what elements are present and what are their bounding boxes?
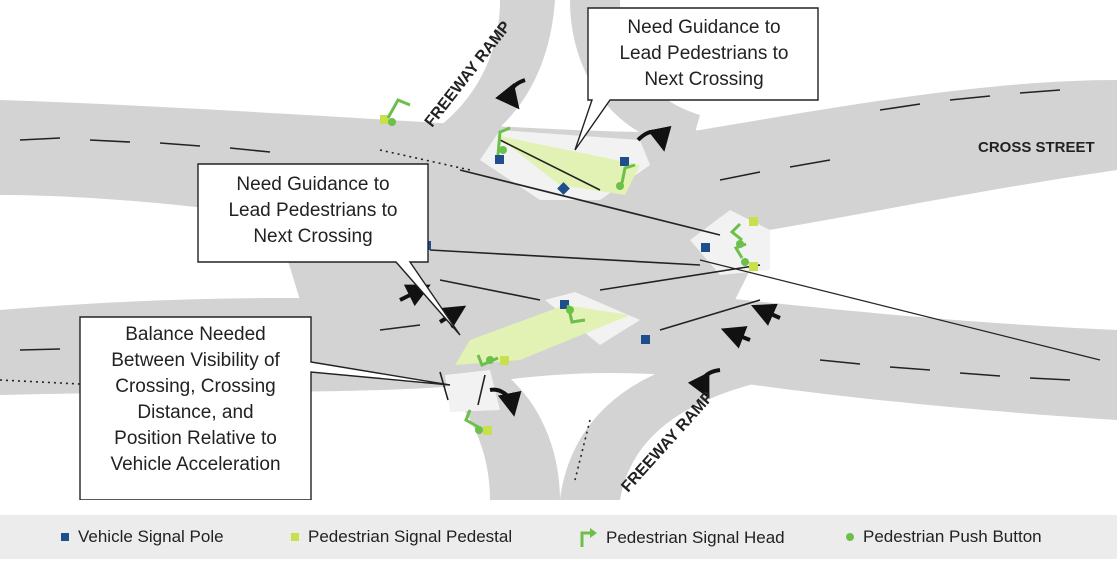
pedestrian-push-button [736,240,744,248]
island-bottom-left [445,370,500,412]
pedestrian-push-button [388,118,396,126]
arrow-turn-top-left [495,78,526,110]
pedestrian-push-button [499,146,507,154]
crosswalk-highlights [455,135,640,365]
pedestrian-signal-pedestal [380,115,389,124]
cross-street-label: CROSS STREET [978,139,1095,156]
pedestrian-signal-pedestal [749,262,758,271]
legend: Vehicle Signal Pole Pedestrian Signal Pe… [0,515,1117,559]
arrow-left-1 [399,284,431,307]
traffic-arrows [399,78,781,417]
callout-box-top-right [574,7,819,151]
pedestrian-signal-head [386,98,411,119]
crosswalk-top [495,135,640,195]
island-right [690,210,770,275]
pedestrian-signal-head [464,409,481,430]
callout-bottom-left-line: Crossing, Crossing [115,376,276,397]
pedestrian-signal-pedestal [483,426,492,435]
vehicle-signal-pole [560,300,569,309]
legend-label: Vehicle Signal Pole [78,527,224,546]
vehicle-signal-pole [495,155,504,164]
legend-item-pedestrian-signal-pedestal: Pedestrian Signal Pedestal [290,527,512,547]
pedestrian-signal-head [620,163,636,184]
legend-item-pedestrian-push-button: Pedestrian Push Button [845,527,1042,547]
callout-bottom-left-line: Vehicle Acceleration [110,454,281,475]
callout-bottom-left-text: Balance Needed Between Visibility of Cro… [80,322,311,478]
arrow-right-2 [751,303,781,326]
callout-top-right-line: Need Guidance to [627,17,781,38]
pedestrian-push-button [566,306,574,314]
legend-item-pedestrian-signal-head: Pedestrian Signal Head [578,527,785,549]
callout-box-middle-left [197,163,461,336]
vehicle-signal-pole-icon [61,533,69,541]
crosswalk-bottom [455,305,630,365]
pedestrian-signal-pedestal [500,356,509,365]
vehicle-signal-pole [641,335,650,344]
callout-top-right-line: Next Crossing [644,69,764,90]
legend-label: Pedestrian Push Button [863,527,1042,546]
callout-bottom-left-line: Between Visibility of [111,350,280,371]
callout-middle-left-line: Lead Pedestrians to [228,200,398,221]
arrow-turn-bottom-left [489,387,522,417]
arrow-right-1 [720,326,751,349]
pedestrian-push-buttons [388,118,749,434]
vehicle-signal-pole [620,157,629,166]
pedestrian-push-button [616,182,624,190]
callout-top-right-text: Need Guidance to Lead Pedestrians to Nex… [590,15,818,93]
freeway-ramp-bottom [560,355,770,500]
pedestrian-push-button [486,356,494,364]
pedestrian-push-button [741,258,749,266]
callouts [79,7,819,500]
pedestrian-signal-head [496,126,511,156]
legend-label: Pedestrian Signal Pedestal [308,527,513,546]
pedestrian-signal-head [729,222,743,242]
pedestrian-signal-pedestal [749,217,758,226]
callout-middle-left-text: Need Guidance to Lead Pedestrians to Nex… [198,172,428,250]
pedestrian-signal-pedestal-icon [291,533,299,541]
pedestrian-signal-pedestals [380,115,758,435]
pedestrian-signal-head-icon [580,528,597,547]
vehicle-signal-pole [701,243,710,252]
arrow-turn-bottom-right [687,368,721,399]
pedestrian-push-button [475,426,483,434]
callout-middle-left-line: Next Crossing [253,226,373,247]
callout-middle-left-line: Need Guidance to [236,174,390,195]
interchange-diagram: FREEWAY RAMP CROSS STREET FREEWAY RAMP [0,0,1117,500]
legend-label: Pedestrian Signal Head [606,528,785,547]
callout-box-bottom-left [79,316,451,500]
pedestrian-push-button-icon [846,533,854,541]
callout-bottom-left-line: Balance Needed [125,324,266,345]
callout-bottom-left-line: Distance, and [137,402,254,423]
arrow-turn-top-right [636,125,672,152]
callout-top-right-line: Lead Pedestrians to [619,43,789,64]
legend-item-vehicle-signal-pole: Vehicle Signal Pole [60,527,224,547]
freeway-ramp-top-left-leg [420,0,555,150]
callout-bottom-left-line: Position Relative to [114,428,277,449]
